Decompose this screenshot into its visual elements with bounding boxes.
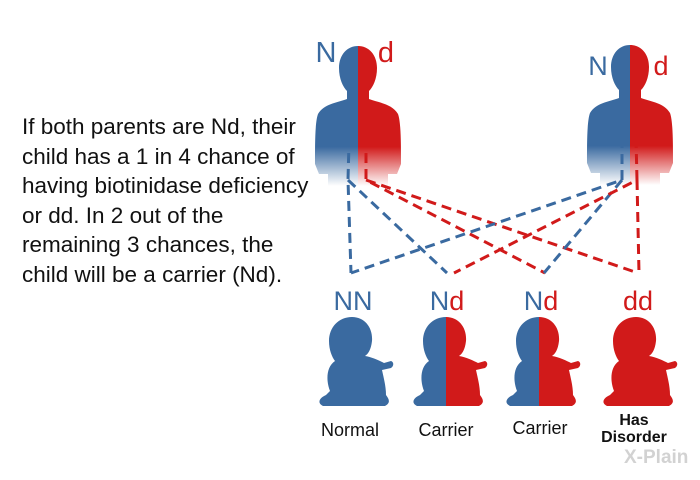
- child-2-baby-silhouette: [413, 317, 488, 406]
- child-2-label: Carrier: [418, 420, 473, 440]
- parent-2-allele-right: d: [653, 51, 668, 81]
- child-2-genotype: Nd: [430, 286, 465, 316]
- child-3-label: Carrier: [512, 418, 567, 438]
- parent-1-allele-right: d: [378, 37, 394, 69]
- child-4-label-line-1: Has: [619, 412, 648, 429]
- child-4-allele-2: d: [638, 286, 653, 316]
- x-plain-watermark: X-Plain: [624, 447, 688, 469]
- child-4-label-line-2: Disorder: [601, 429, 667, 446]
- line-p2-d-to-child-2: [453, 137, 639, 275]
- child-3-allele-1: N: [524, 286, 544, 316]
- child-1-label: Normal: [321, 420, 379, 440]
- child-3-allele-2: d: [543, 286, 558, 316]
- child-1-allele-2: N: [353, 286, 373, 316]
- parent-2: N d: [587, 45, 673, 185]
- inheritance-lines: [346, 104, 641, 275]
- child-2-allele-1: N: [430, 286, 450, 316]
- child-1: NN Normal: [319, 286, 394, 440]
- child-1-baby-silhouette: [319, 317, 394, 406]
- child-2-allele-2: d: [449, 286, 464, 316]
- line-p1-n-to-child-2: [346, 178, 449, 275]
- child-4-baby-silhouette: [603, 317, 678, 406]
- child-1-genotype: NN: [334, 286, 373, 316]
- parent-1-allele-left: N: [316, 37, 337, 69]
- line-p1-d-to-child-3: [364, 105, 546, 275]
- line-p1-n-to-child-1: [346, 104, 353, 274]
- child-4-genotype: dd: [623, 286, 653, 316]
- description-text: If both parents are Nd, their child has …: [22, 114, 309, 287]
- parent-2-allele-left: N: [588, 51, 608, 81]
- parent-1: N d: [315, 37, 401, 186]
- line-p2-d-to-child-4: [635, 179, 641, 274]
- child-3-genotype: Nd: [524, 286, 559, 316]
- child-4-allele-1: d: [623, 286, 638, 316]
- child-3-baby-silhouette: [506, 317, 581, 406]
- child-3: Nd Carrier: [506, 286, 581, 438]
- line-p1-d-to-child-4: [365, 178, 639, 275]
- child-2: Nd Carrier: [413, 286, 488, 440]
- child-1-allele-1: N: [334, 286, 354, 316]
- watermark-text: X-Plain: [624, 447, 689, 468]
